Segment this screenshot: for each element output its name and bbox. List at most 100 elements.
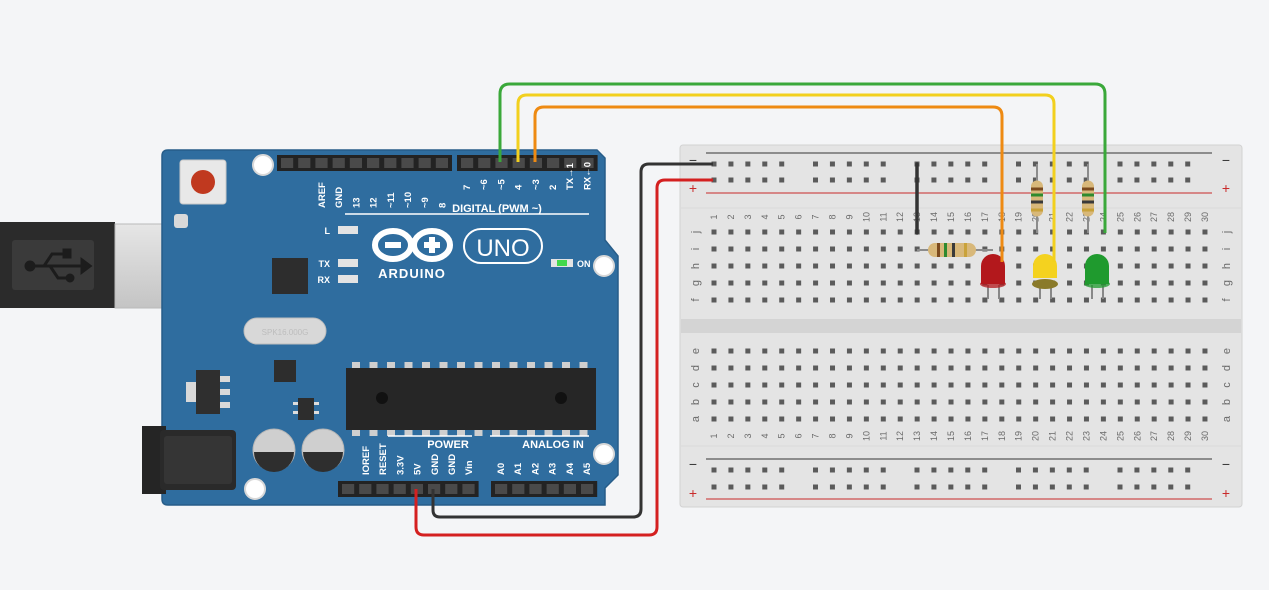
column-number: 11 xyxy=(878,431,888,440)
header-pin-socket[interactable] xyxy=(495,484,508,494)
header-pin-socket[interactable] xyxy=(529,158,542,168)
digital-header-left[interactable] xyxy=(277,155,452,171)
power-header[interactable] xyxy=(338,481,479,497)
pin-label: ~3 xyxy=(531,179,542,190)
resistor[interactable] xyxy=(1031,164,1043,233)
column-number: 9 xyxy=(844,433,854,438)
column-number: 29 xyxy=(1183,431,1193,441)
header-pin-socket[interactable] xyxy=(445,484,458,494)
led-green[interactable] xyxy=(1084,254,1110,299)
led-yellow[interactable] xyxy=(1032,254,1058,299)
row-letter: e xyxy=(1221,348,1233,354)
header-pin-socket[interactable] xyxy=(461,158,474,168)
wire-green[interactable] xyxy=(498,82,1107,233)
column-number: 2 xyxy=(726,433,736,438)
digital-header-right[interactable] xyxy=(457,155,598,171)
capacitor xyxy=(301,428,345,472)
resistor[interactable] xyxy=(1082,164,1094,233)
row-letter: c xyxy=(1221,382,1233,388)
column-number: 10 xyxy=(861,431,871,441)
row-letter: d xyxy=(690,365,702,371)
header-pin-socket[interactable] xyxy=(393,484,406,494)
pin-label: ~6 xyxy=(479,179,490,190)
column-number: 20 xyxy=(1031,431,1041,441)
wire-red[interactable] xyxy=(414,178,713,537)
column-number: 10 xyxy=(861,212,871,222)
analog-label: ANALOG IN xyxy=(522,439,584,451)
row-letter: d xyxy=(1221,365,1233,371)
resistor[interactable] xyxy=(917,243,993,257)
wire-yellow[interactable] xyxy=(516,93,1056,262)
pin-label: A1 xyxy=(513,462,524,475)
wire-orange[interactable] xyxy=(533,105,1004,262)
header-pin-socket[interactable] xyxy=(376,484,389,494)
column-number: 23 xyxy=(1081,431,1091,441)
column-number: 15 xyxy=(946,431,956,441)
header-pin-socket[interactable] xyxy=(495,158,508,168)
column-number: 30 xyxy=(1200,212,1210,222)
mounting-hole xyxy=(244,478,266,500)
power-label: POWER xyxy=(427,439,469,451)
column-number: 2 xyxy=(726,214,736,219)
column-number: 18 xyxy=(997,431,1007,441)
header-pin-socket[interactable] xyxy=(512,158,525,168)
column-number: 12 xyxy=(895,431,905,441)
header-pin-socket[interactable] xyxy=(367,158,380,168)
column-number: 3 xyxy=(743,433,753,438)
on-label: ON xyxy=(577,259,591,269)
column-number: 5 xyxy=(777,214,787,219)
arduino-uno-board[interactable]: L TX RX SPK16.000G xyxy=(142,149,619,506)
column-number: 25 xyxy=(1115,212,1125,222)
row-letter: h xyxy=(1221,263,1233,269)
pin-label: 7 xyxy=(462,185,473,190)
header-pin-socket[interactable] xyxy=(581,484,594,494)
column-number: 22 xyxy=(1065,212,1075,222)
reset-button[interactable] xyxy=(179,159,227,205)
header-pin-socket[interactable] xyxy=(581,158,594,168)
breadboard-holes[interactable] xyxy=(711,161,1208,490)
header-pin-socket[interactable] xyxy=(384,158,397,168)
header-pin-socket[interactable] xyxy=(512,484,525,494)
header-pin-socket[interactable] xyxy=(418,158,431,168)
pin-label: IOREF xyxy=(361,446,372,475)
column-number: 21 xyxy=(1048,431,1058,441)
header-pin-socket[interactable] xyxy=(315,158,328,168)
header-pin-socket[interactable] xyxy=(332,158,345,168)
pin-label: RX←0 xyxy=(582,162,593,190)
row-letter: i xyxy=(1221,248,1233,250)
header-pin-socket[interactable] xyxy=(349,158,362,168)
header-pin-socket[interactable] xyxy=(281,158,294,168)
rail-plus-label: + xyxy=(1222,485,1230,501)
led-red[interactable] xyxy=(980,254,1006,299)
small-transistor xyxy=(293,398,319,420)
model-label: UNO xyxy=(476,235,529,262)
breadboard-center-channel xyxy=(681,319,1241,333)
analog-header[interactable] xyxy=(491,481,598,497)
wire-black[interactable] xyxy=(431,162,713,519)
column-number: 19 xyxy=(1014,212,1024,222)
breadboard[interactable]: − + − + − + − + 112233445566778899101011… xyxy=(679,144,1243,508)
header-pin-socket[interactable] xyxy=(546,484,559,494)
header-pin-socket[interactable] xyxy=(563,484,576,494)
header-pin-socket[interactable] xyxy=(462,484,475,494)
header-pin-socket[interactable] xyxy=(401,158,414,168)
header-pin-socket[interactable] xyxy=(435,158,448,168)
header-pin-socket[interactable] xyxy=(547,158,560,168)
header-pin-socket[interactable] xyxy=(298,158,311,168)
pin-label: 13 xyxy=(351,197,362,208)
header-pin-socket[interactable] xyxy=(529,484,542,494)
header-pin-socket[interactable] xyxy=(564,158,577,168)
header-pin-socket[interactable] xyxy=(478,158,491,168)
header-pin-socket[interactable] xyxy=(359,484,372,494)
pin-label: ~11 xyxy=(386,192,397,208)
column-number: 6 xyxy=(794,433,804,438)
column-number: 15 xyxy=(946,212,956,222)
row-letter: g xyxy=(690,280,702,286)
resistors[interactable] xyxy=(917,164,1094,257)
row-letter: j xyxy=(1221,231,1233,234)
column-number: 1 xyxy=(709,433,719,438)
header-pin-socket[interactable] xyxy=(342,484,355,494)
